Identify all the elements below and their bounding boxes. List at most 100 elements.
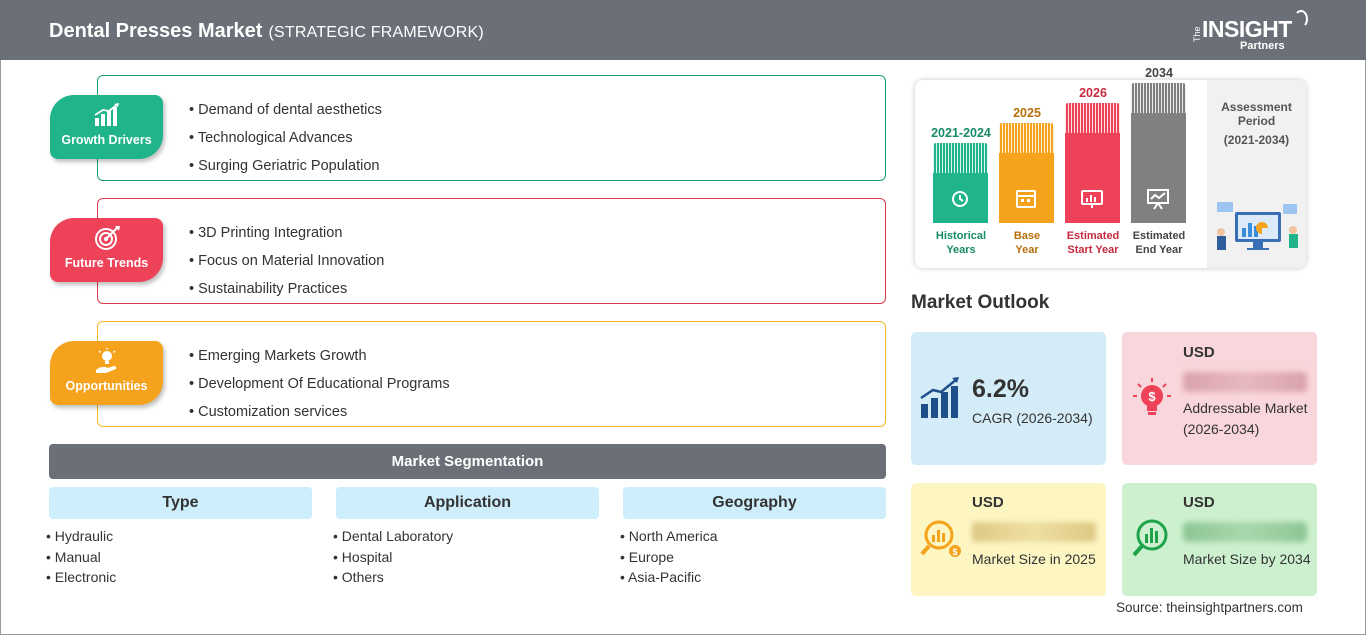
market-size-2025-card: $ USD Market Size in 2025 (911, 483, 1106, 596)
bar-hatch (1065, 103, 1120, 133)
logo-arc-icon (1294, 10, 1308, 28)
list-item: Dental Laboratory (333, 526, 599, 547)
list-item: Surging Geriatric Population (189, 152, 382, 180)
segment-geography: Geography North America Europe Asia-Paci… (623, 487, 886, 588)
period-label-line: End Year (1135, 244, 1183, 256)
growth-drivers-list: Demand of dental aesthetics Technologica… (189, 96, 382, 180)
addressable-market-card: $ USD Addressable Market (2026-2034) (1122, 332, 1317, 465)
lightbulb-hand-icon (96, 348, 117, 373)
period-label-line: Base (1013, 230, 1041, 242)
header-bar: Dental Presses Market(STRATEGIC FRAMEWOR… (0, 0, 1366, 60)
segment-heading: Geography (623, 487, 886, 519)
opportunities-list: Emerging Markets Growth Development Of E… (189, 342, 450, 426)
assessment-period-title: Assessment Period (1221, 100, 1292, 128)
segment-heading: Application (336, 487, 599, 519)
segment-heading: Type (49, 487, 312, 519)
market-size-2034-card: USD Market Size by 2034 (1122, 483, 1317, 596)
period-year: 2025 (1013, 106, 1041, 120)
list-item: Demand of dental aesthetics (189, 96, 382, 124)
source-text: Source: theinsightpartners.com (1116, 600, 1303, 615)
monitor-chart-icon (1081, 190, 1103, 208)
title-text: Dental Presses Market (49, 20, 263, 42)
opportunities-label: Opportunities (65, 379, 148, 393)
assessment-period-range: (2021-2034) (1223, 133, 1290, 147)
list-item: Hospital (333, 547, 599, 568)
period-bar (1065, 103, 1120, 223)
size-2025-label: Market Size in 2025 (972, 551, 1096, 567)
future-trends-tag: Future Trends (50, 218, 163, 282)
size-2034-currency: USD (1183, 494, 1215, 511)
target-icon (95, 226, 120, 250)
bar-hatch (1131, 83, 1186, 113)
list-item: Europe (620, 547, 886, 568)
history-icon (952, 191, 968, 207)
redacted-value (972, 522, 1096, 542)
cagr-label: CAGR (2026-2034) (972, 410, 1093, 426)
logo-partners: Partners (1240, 40, 1285, 52)
assessment-period-panel: Assessment Period (2021-2034) (1207, 80, 1306, 268)
period-bar (933, 143, 988, 223)
addressable-label: Addressable Market (2026-2034) (1183, 400, 1308, 437)
analytics-illustration-icon (1217, 202, 1298, 250)
list-item: Hydraulic (46, 526, 312, 547)
segment-list: North America Europe Asia-Pacific (620, 526, 886, 588)
redacted-value (1183, 522, 1307, 542)
period-year: 2026 (1079, 86, 1107, 100)
bar-hatch (933, 143, 988, 173)
opportunities-box: Emerging Markets Growth Development Of E… (97, 321, 886, 427)
list-item: 3D Printing Integration (189, 219, 384, 247)
bar-growth-icon (94, 103, 119, 126)
list-item: Emerging Markets Growth (189, 342, 450, 370)
cagr-card: 6.2% CAGR (2026-2034) (911, 332, 1106, 465)
growth-drivers-label: Growth Drivers (61, 133, 152, 147)
period-label-line: Start Year (1067, 244, 1119, 256)
presentation-icon (1147, 189, 1169, 210)
period-label-line: Estimated (1132, 230, 1186, 242)
list-item: Asia-Pacific (620, 567, 886, 588)
list-item: North America (620, 526, 886, 547)
logo-insight: INSIGHT (1202, 16, 1292, 42)
list-item: Sustainability Practices (189, 275, 384, 303)
growth-drivers-box: Demand of dental aesthetics Technologica… (97, 75, 886, 181)
segment-list: Hydraulic Manual Electronic (46, 526, 312, 588)
svg-text:$: $ (952, 547, 957, 557)
period-label-line: Historical (935, 230, 987, 242)
list-item: Development Of Educational Programs (189, 370, 449, 398)
opportunities-tag: Opportunities (50, 341, 163, 405)
growth-drivers-tag: Growth Drivers (50, 95, 163, 159)
magnifier-bars-icon (1132, 519, 1168, 557)
addressable-currency: USD (1183, 344, 1215, 361)
future-trends-list: 3D Printing Integration Focus on Materia… (189, 219, 384, 303)
period-year: 2034 (1145, 66, 1173, 80)
list-item: Technological Advances (189, 124, 382, 152)
list-item: Electronic (46, 567, 312, 588)
period-label-line: Estimated (1066, 230, 1120, 242)
period-year: 2021-2024 (931, 126, 991, 140)
redacted-value (1183, 372, 1307, 392)
segment-application: Application Dental Laboratory Hospital O… (336, 487, 599, 588)
period-label-line: Year (1015, 244, 1039, 256)
size-2025-currency: USD (972, 494, 1004, 511)
magnifier-chart-icon: $ (920, 520, 961, 557)
dollar-bulb-icon: $ (1133, 378, 1171, 415)
calendar-icon (1016, 190, 1036, 208)
list-item: Customization services (189, 398, 450, 426)
page-title: Dental Presses Market(STRATEGIC FRAMEWOR… (49, 20, 484, 43)
size-2034-label: Market Size by 2034 (1183, 551, 1311, 567)
list-item: Manual (46, 547, 312, 568)
list-item: Others (333, 567, 599, 588)
segment-list: Dental Laboratory Hospital Others (333, 526, 599, 588)
cagr-value: 6.2% (972, 375, 1029, 403)
growth-chart-icon (920, 377, 959, 418)
period-bar (999, 123, 1054, 223)
list-item: Focus on Material Innovation (189, 247, 384, 275)
future-trends-box: 3D Printing Integration Focus on Materia… (97, 198, 886, 304)
market-outlook-title: Market Outlook (911, 292, 1050, 313)
market-segmentation-header: Market Segmentation (49, 444, 886, 479)
segment-type: Type Hydraulic Manual Electronic (49, 487, 312, 588)
